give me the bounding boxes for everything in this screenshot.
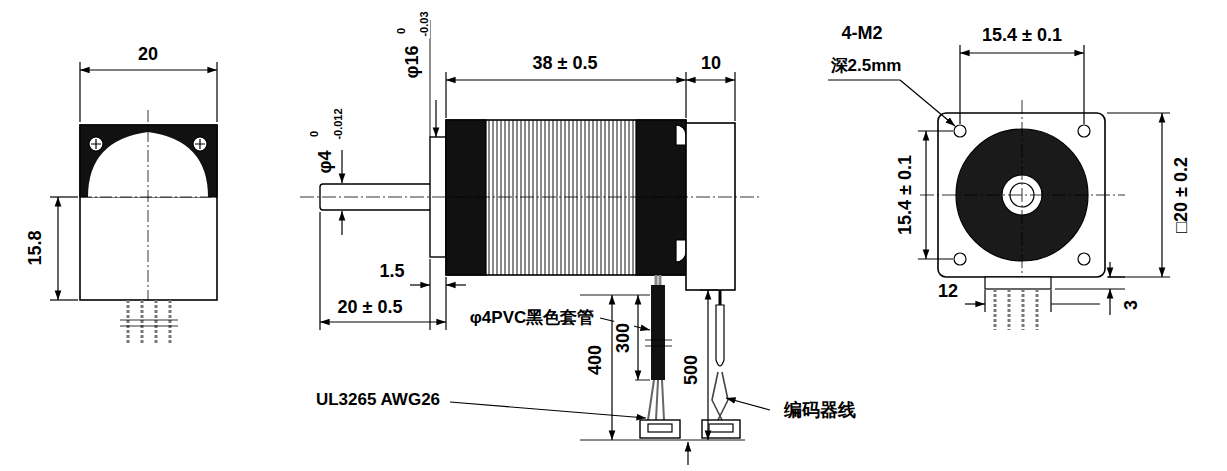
dimension-label: 3 [1122,298,1142,312]
note-label: φ4PVC黑色套管 [468,309,597,328]
note-label: 编码器线 [782,401,858,421]
tolerance-label: -0.03 [418,9,430,38]
note-label: 深2.5mm [829,57,904,76]
dimension-label: □20 ± 0.2 [1172,155,1192,235]
tolerance-label: 0 [308,129,320,139]
dimension-label: 20 ± 0.5 [336,298,405,318]
dimension-label: 15.4 ± 0.1 [896,153,916,237]
dimension-label: 500 [682,353,702,387]
dimension-label: 12 [936,282,960,302]
dimension-label: 1.5 [377,262,406,282]
dimension-label: φ4 [316,149,336,176]
tolerance-label: -0.012 [332,106,344,141]
dimension-label: 400 [586,343,606,377]
dimension-label: 10 [699,54,723,74]
dimension-label: φ16 [403,44,423,81]
tolerance-label: 0 [395,26,407,36]
dimension-label: 20 [136,45,160,65]
note-label: 4-M2 [839,24,884,44]
dimension-label: 300 [614,321,634,355]
dimension-label: 15.4 ± 0.1 [980,26,1064,46]
dimension-label: 15.8 [26,228,46,267]
dimension-label: 38 ± 0.5 [531,54,600,74]
note-label: UL3265 AWG26 [314,391,442,410]
